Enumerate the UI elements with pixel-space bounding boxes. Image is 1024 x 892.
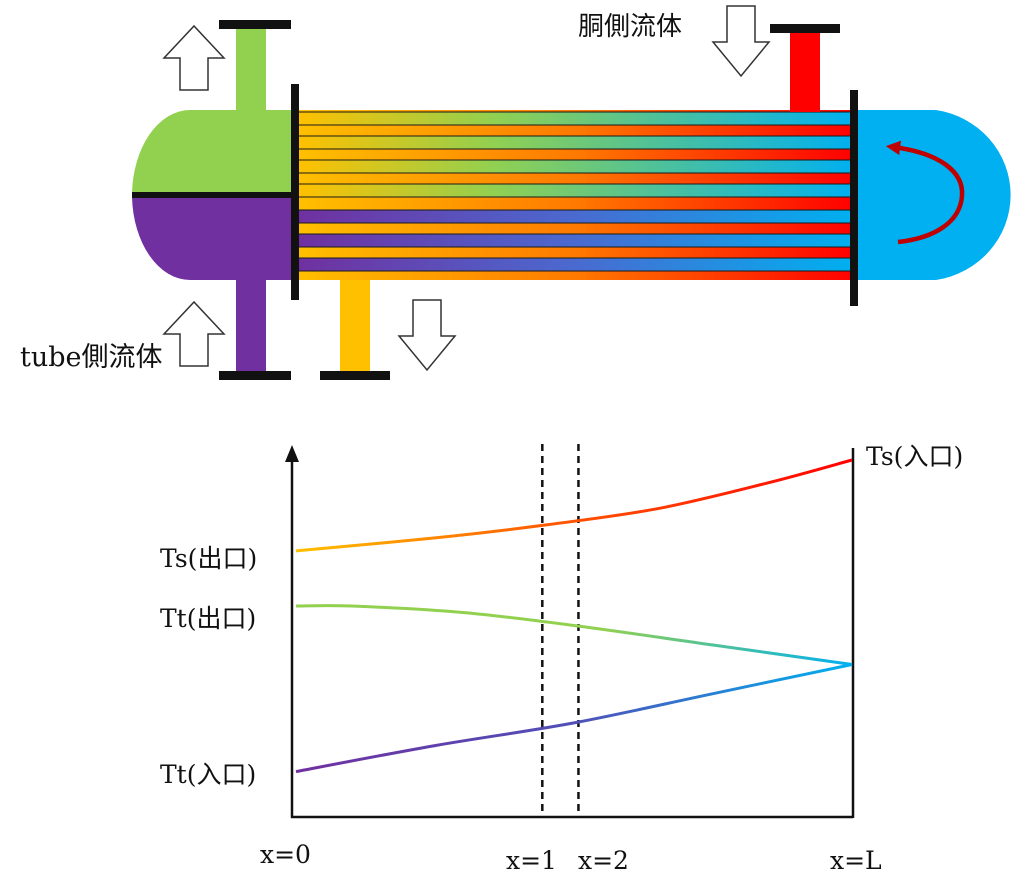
tube: [297, 257, 853, 272]
return-head: [854, 110, 1011, 280]
tube: [297, 209, 853, 224]
series-line-tt-outlet: [295, 604, 853, 666]
y-axis-arrowhead: [285, 445, 299, 462]
arrow-down-icon: [711, 5, 771, 78]
x-tick-label: x=2: [578, 846, 629, 875]
ts-outlet-label: Ts(出口): [160, 544, 258, 573]
front-head: [132, 20, 296, 380]
heat-exchanger: [132, 5, 1011, 380]
tt-inlet-label: Tt(入口): [160, 760, 257, 789]
shell-outlet-nozzle: [320, 280, 390, 380]
series-line-ts: [295, 458, 853, 553]
pass-partition: [132, 192, 296, 198]
shell-fluid-label: 胴側流体: [578, 12, 683, 42]
tt-outlet-label: Tt(出口): [160, 604, 257, 633]
ts-inlet-label: Ts(入口): [866, 442, 964, 471]
x-tick-label: x=L: [830, 846, 882, 875]
x-tick-label: x=1: [506, 846, 557, 875]
tube: [297, 159, 853, 174]
series-lines: [295, 458, 853, 774]
tube: [297, 183, 853, 198]
tube: [297, 111, 853, 126]
tube: [297, 233, 853, 248]
arrow-down-icon: [397, 299, 457, 372]
series-line-tt-inlet: [295, 663, 853, 774]
curved-return-arrow-icon: [885, 140, 965, 245]
tube-sheet-left: [291, 84, 299, 300]
arrow-up-icon: [162, 24, 226, 91]
tube-sheet-right: [850, 90, 858, 306]
temperature-profile-chart: [285, 444, 855, 819]
shell-inlet-nozzle: [770, 24, 840, 112]
tube: [297, 135, 853, 150]
position-markers: [541, 444, 580, 818]
x-tick-label: x=0: [260, 840, 311, 869]
tube-fluid-label: tube側流体: [20, 342, 163, 373]
tube-bundle: [297, 111, 853, 272]
front-head-outlet-chamber: [132, 109, 296, 194]
arrow-up-icon: [162, 300, 226, 367]
front-head-inlet-chamber: [132, 197, 296, 280]
